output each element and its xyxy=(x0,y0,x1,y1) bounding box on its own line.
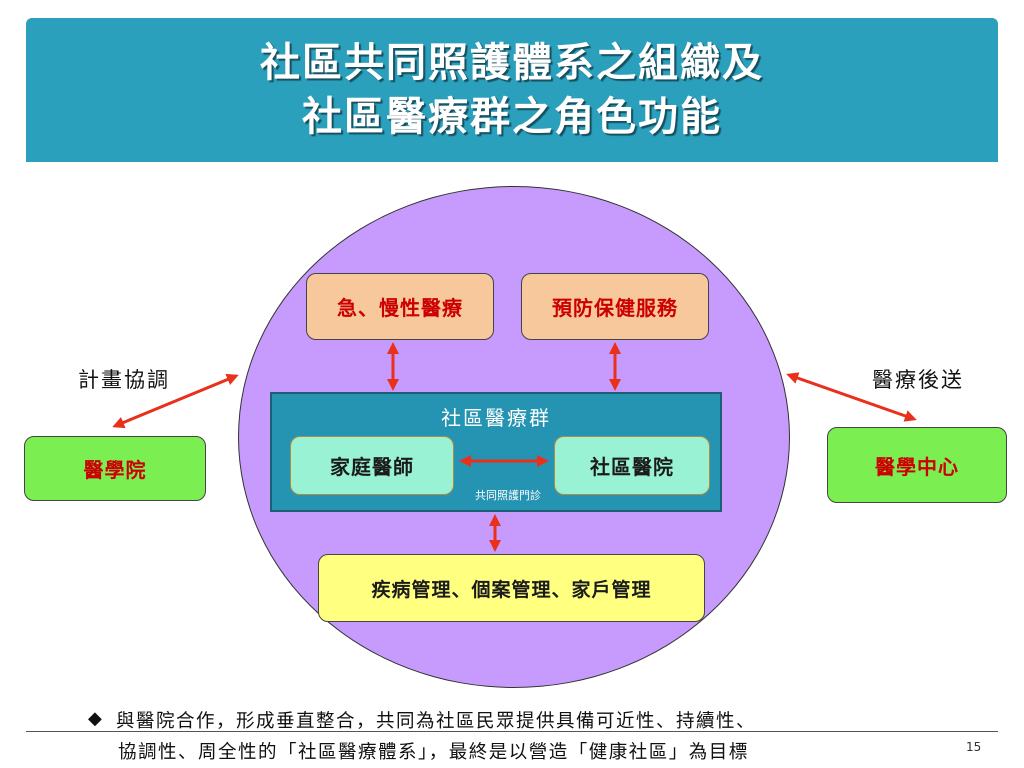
plan-coordination-label: 計畫協調 xyxy=(78,368,170,392)
summary-line-1: 與醫院合作，形成垂直整合，共同為社區民眾提供具備可近性、持續性、 xyxy=(116,711,757,732)
medical-referral-label: 醫療後送 xyxy=(872,368,964,392)
title-line-2: 社區醫療群之角色功能 xyxy=(302,94,722,140)
preventive-care-box: 預防保健服務 xyxy=(521,273,709,340)
title-banner: 社區共同照護體系之組織及 社區醫療群之角色功能 xyxy=(26,18,998,162)
family-doctor-box: 家庭醫師 xyxy=(290,436,454,495)
medical-center-box: 醫學中心 xyxy=(827,427,1007,503)
management-box: 疾病管理、個案管理、家戶管理 xyxy=(318,554,705,622)
summary-line-2: 協調性、周全性的「社區醫療體系」，最終是以營造「健康社區」為目標 xyxy=(118,742,749,763)
title-line-1: 社區共同照護體系之組織及 xyxy=(260,40,764,86)
acute-chronic-care-box: 急、慢性醫療 xyxy=(306,273,494,340)
bullet-diamond-icon: ◆ xyxy=(88,708,102,729)
community-medical-group-title: 社區醫療群 xyxy=(441,406,551,430)
joint-care-clinic-label: 共同照護門診 xyxy=(475,489,541,502)
page-number: 15 xyxy=(966,740,982,754)
medical-school-box: 醫學院 xyxy=(24,436,206,501)
community-hospital-box: 社區醫院 xyxy=(554,436,710,495)
footer-divider xyxy=(26,731,998,732)
